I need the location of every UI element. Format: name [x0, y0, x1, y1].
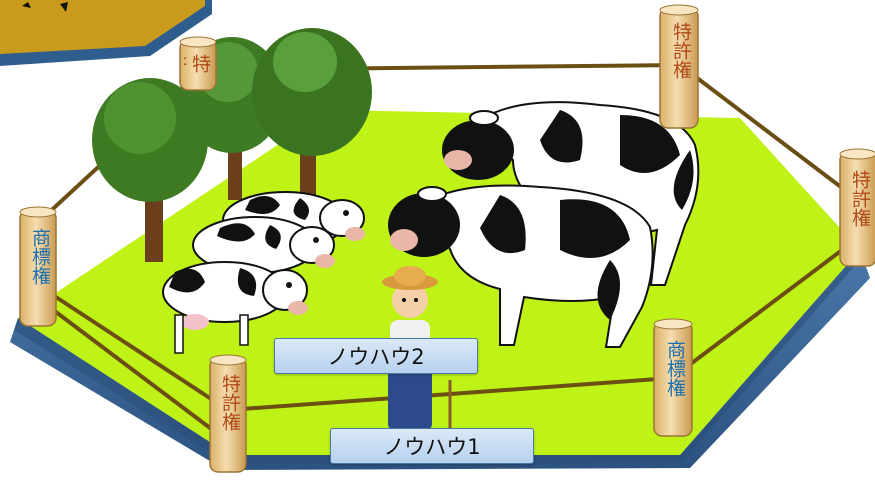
large-cow-front [388, 184, 654, 348]
post-label-patent-top-left-partial: 特許権 [184, 53, 211, 73]
post-label-patent-top-right: 特許権 [670, 22, 692, 79]
post-label-trademark-left: 商標権 [29, 228, 51, 285]
post-label-trademark-bottom-right: 商標権 [664, 340, 686, 397]
knowhow1-label: ノウハウ1 [330, 428, 534, 464]
fence-post-bottom-right [653, 318, 693, 437]
fence-post-top-left [179, 36, 217, 91]
post-label-patent-right: 特許権 [849, 170, 871, 227]
fence-post-top-right [659, 4, 699, 129]
neighbor-platform [0, 0, 212, 66]
trees [92, 28, 372, 262]
post-label-patent-bottom-left: 特許権 [219, 374, 241, 431]
fence-post-left [19, 206, 57, 327]
fence-post-right [839, 148, 875, 267]
fence-post-bottom-left [209, 354, 247, 473]
small-cow-3 [162, 261, 308, 354]
small-cow-2 [192, 216, 335, 274]
knowhow2-label: ノウハウ2 [274, 338, 478, 374]
